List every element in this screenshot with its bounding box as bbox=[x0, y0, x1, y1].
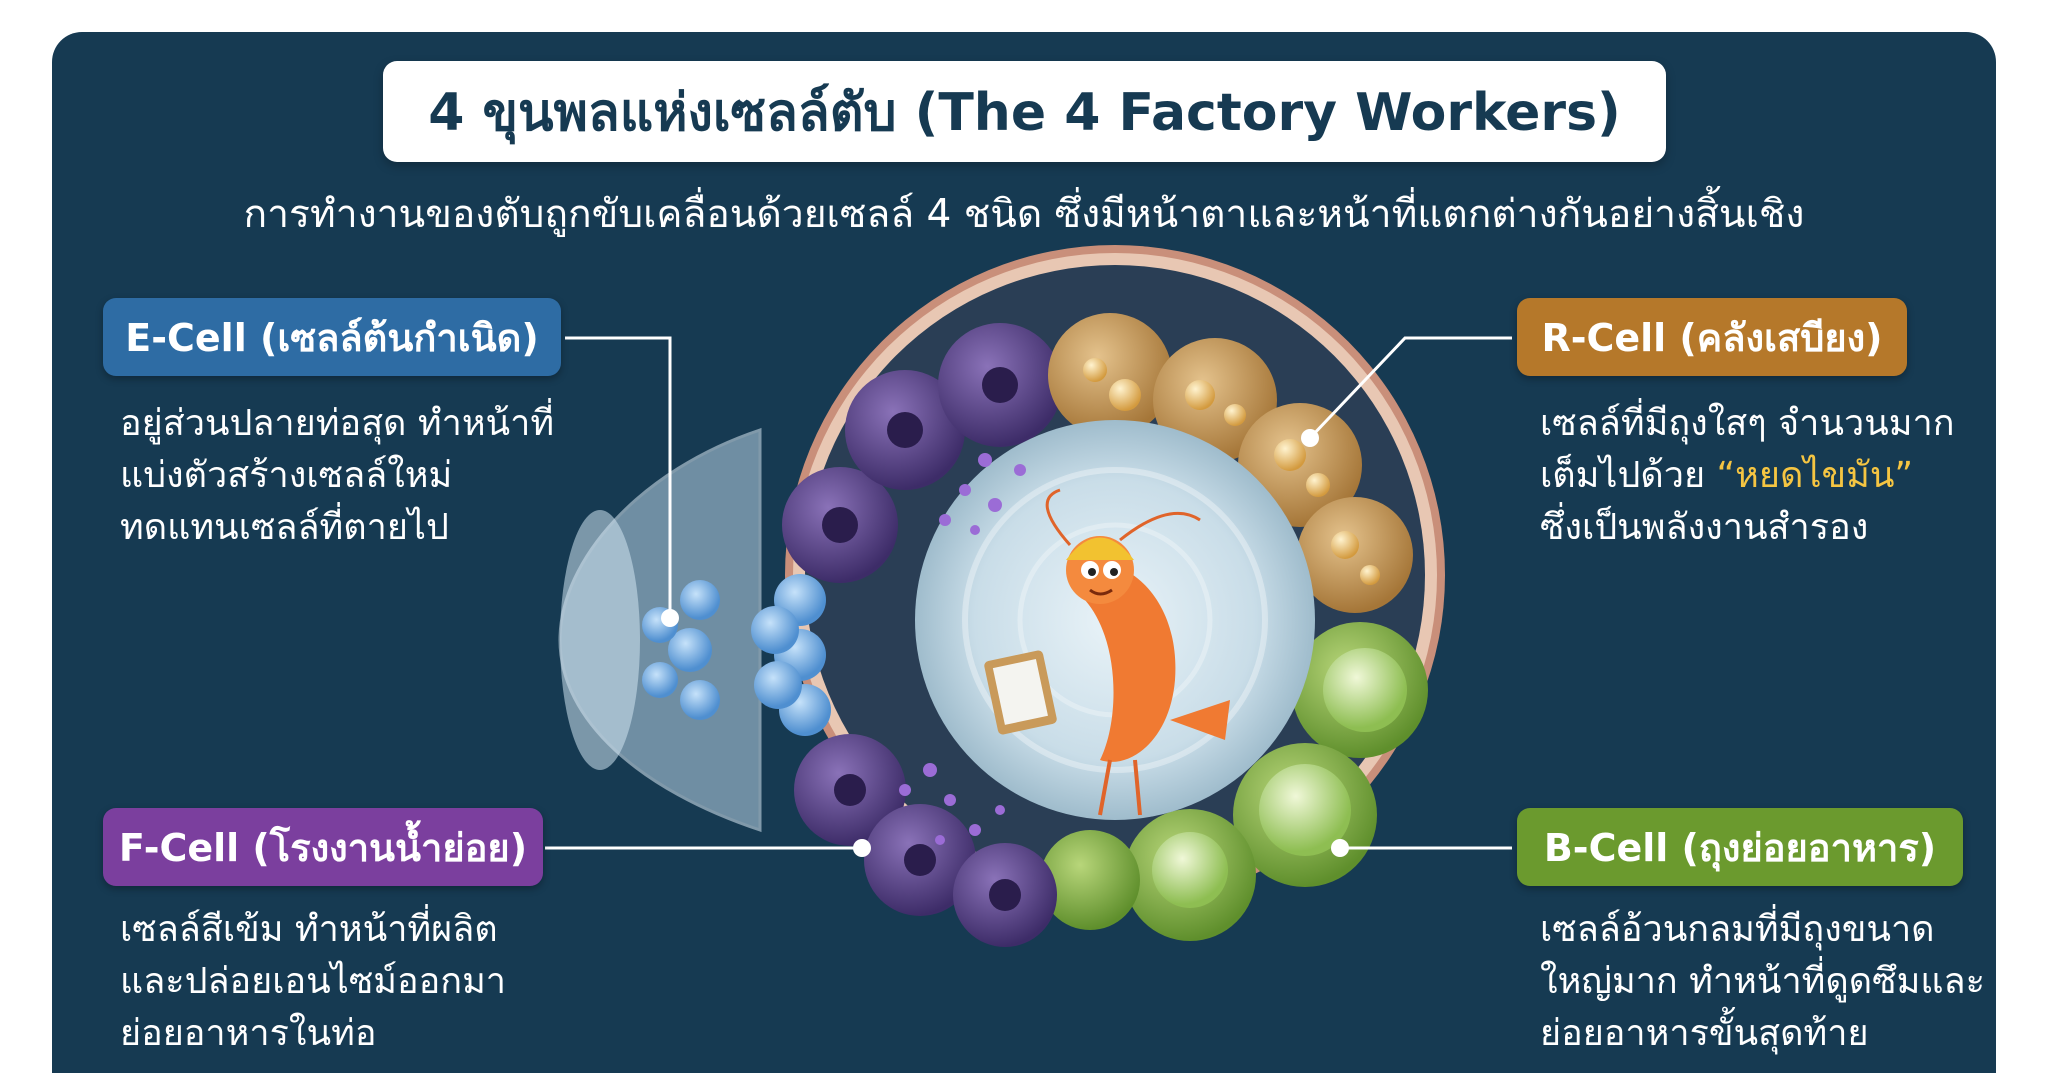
b-cells bbox=[1040, 622, 1428, 941]
b-cell-desc-line: ใหญ่มาก ทำหน้าที่ดูดซึมและ bbox=[1540, 961, 1985, 1002]
e-cell-desc-line: อยู่ส่วนปลายท่อสุด ทำหน้าที่ bbox=[120, 403, 555, 444]
e-cell-desc-line: ทดแทนเซลล์ที่ตายไป bbox=[120, 507, 449, 548]
e-cells bbox=[642, 574, 831, 736]
f-cell-desc-line: และปล่อยเอนไซม์ออกมา bbox=[120, 961, 507, 1002]
connector-dots bbox=[661, 429, 1349, 857]
r-cell-desc-line: เซลล์ที่มีถุงใสๆ จำนวนมาก bbox=[1540, 403, 1955, 444]
b-cell-desc-line: เซลล์อ้วนกลมที่มีถุงขนาด bbox=[1540, 909, 1935, 950]
r-cell-desc-text: เต็มไปด้วย bbox=[1540, 455, 1717, 496]
r-cell-label: R-Cell (คลังเสบียง) bbox=[1517, 298, 1907, 376]
fat-droplet-highlight: “หยดไขมัน” bbox=[1716, 455, 1914, 496]
enzyme-droplets bbox=[899, 453, 1026, 845]
title-box: 4 ขุนพลแห่งเซลล์ตับ (The 4 Factory Worke… bbox=[383, 61, 1666, 162]
f-cells-top bbox=[782, 323, 1062, 583]
b-cell-desc-line: ย่อยอาหารขั้นสุดท้าย bbox=[1540, 1013, 1869, 1054]
f-cell-description: เซลล์สีเข้ม ทำหน้าที่ผลิต และปล่อยเอนไซม… bbox=[120, 904, 506, 1060]
b-cell-label: B-Cell (ถุงย่อยอาหาร) bbox=[1517, 808, 1963, 886]
r-cell-desc-line: เต็มไปด้วย “หยดไขมัน” bbox=[1540, 450, 1955, 502]
e-cell-desc-line: แบ่งตัวสร้างเซลล์ใหม่ bbox=[120, 455, 453, 496]
e-cell-description: อยู่ส่วนปลายท่อสุด ทำหน้าที่ แบ่งตัวสร้า… bbox=[120, 398, 554, 554]
r-cell-desc-line: ซึ่งเป็นพลังงานสำรอง bbox=[1540, 507, 1869, 548]
b-cell-description: เซลล์อ้วนกลมที่มีถุงขนาด ใหญ่มาก ทำหน้าท… bbox=[1540, 904, 1985, 1060]
r-cell-description: เซลล์ที่มีถุงใสๆ จำนวนมาก เต็มไปด้วย “หย… bbox=[1540, 398, 1955, 554]
page-title: 4 ขุนพลแห่งเซลล์ตับ (The 4 Factory Worke… bbox=[428, 83, 1621, 143]
f-cell-desc-line: เซลล์สีเข้ม ทำหน้าที่ผลิต bbox=[120, 909, 498, 950]
subtitle: การทำงานของตับถูกขับเคลื่อนด้วยเซลล์ 4 ช… bbox=[243, 192, 1805, 237]
f-cells-bottom bbox=[794, 734, 1057, 947]
f-cell-label: F-Cell (โรงงานน้ำย่อย) bbox=[103, 808, 543, 886]
connector-lines bbox=[545, 336, 1512, 850]
r-cells bbox=[1048, 313, 1413, 613]
shrimp-mascot-icon bbox=[984, 488, 1230, 816]
e-cell-label: E-Cell (เซลล์ต้นกำเนิด) bbox=[103, 298, 561, 376]
f-cell-desc-line: ย่อยอาหารในท่อ bbox=[120, 1013, 377, 1054]
